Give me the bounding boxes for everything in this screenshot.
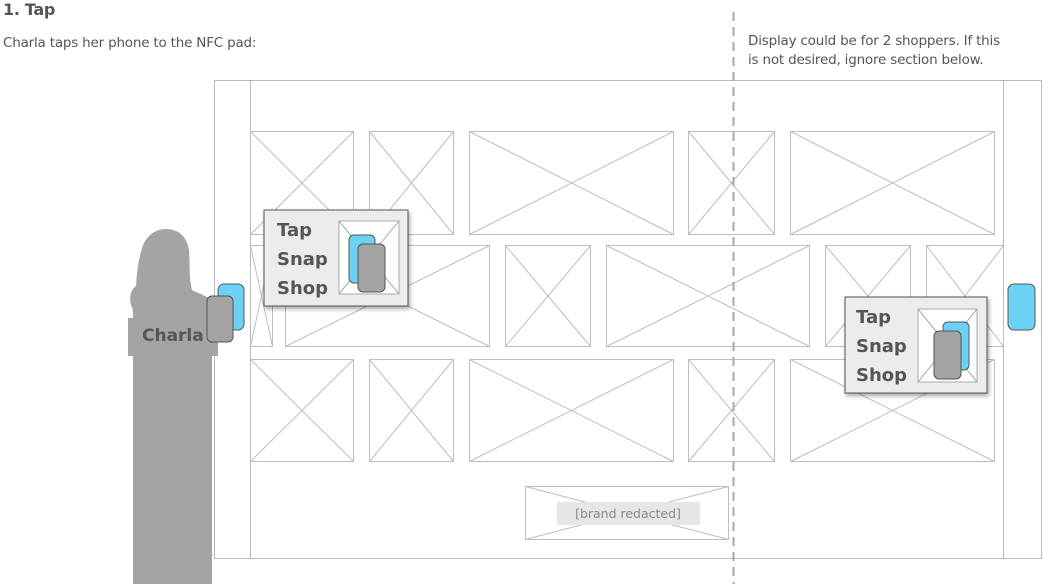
product-placeholder <box>606 245 810 347</box>
product-placeholder <box>790 131 995 235</box>
phone-left <box>206 295 234 343</box>
product-placeholder <box>250 359 354 462</box>
product-placeholder <box>369 131 454 235</box>
shopper-label-bg <box>128 318 218 356</box>
shopper-name-label: Charla <box>142 326 204 346</box>
popup-phone-icon <box>357 243 386 293</box>
step-caption: Charla taps her phone to the NFC pad: <box>3 35 257 51</box>
popup-word-snap: Snap <box>277 249 328 270</box>
brand-label-bg <box>557 502 700 525</box>
popup-word-shop: Shop <box>856 365 907 386</box>
popup-word-snap: Snap <box>856 336 907 357</box>
popup-phone-icon <box>933 330 962 380</box>
tap-snap-shop-popup-right: Tap Snap Shop <box>844 296 988 394</box>
note-line-1: Display could be for 2 shoppers. If this <box>748 33 1000 49</box>
note-line-2: is not desired, ignore section below. <box>748 52 984 68</box>
product-placeholder <box>369 359 454 462</box>
product-placeholder <box>688 131 775 235</box>
product-placeholder <box>469 131 674 235</box>
brand-label: [brand redacted] <box>575 506 681 521</box>
product-placeholder <box>505 245 591 347</box>
step-heading: 1. Tap <box>3 0 56 19</box>
shopper-silhouette <box>130 229 212 584</box>
product-placeholder <box>688 359 775 462</box>
nfc-pad-right[interactable] <box>1007 283 1036 331</box>
popup-word-tap: Tap <box>856 307 891 328</box>
product-placeholder <box>469 359 674 462</box>
popup-word-shop: Shop <box>277 278 328 299</box>
popup-word-tap: Tap <box>277 220 312 241</box>
two-shopper-note: Display could be for 2 shoppers. If this… <box>748 32 1043 70</box>
tap-snap-shop-popup-left: Tap Snap Shop <box>263 209 409 307</box>
